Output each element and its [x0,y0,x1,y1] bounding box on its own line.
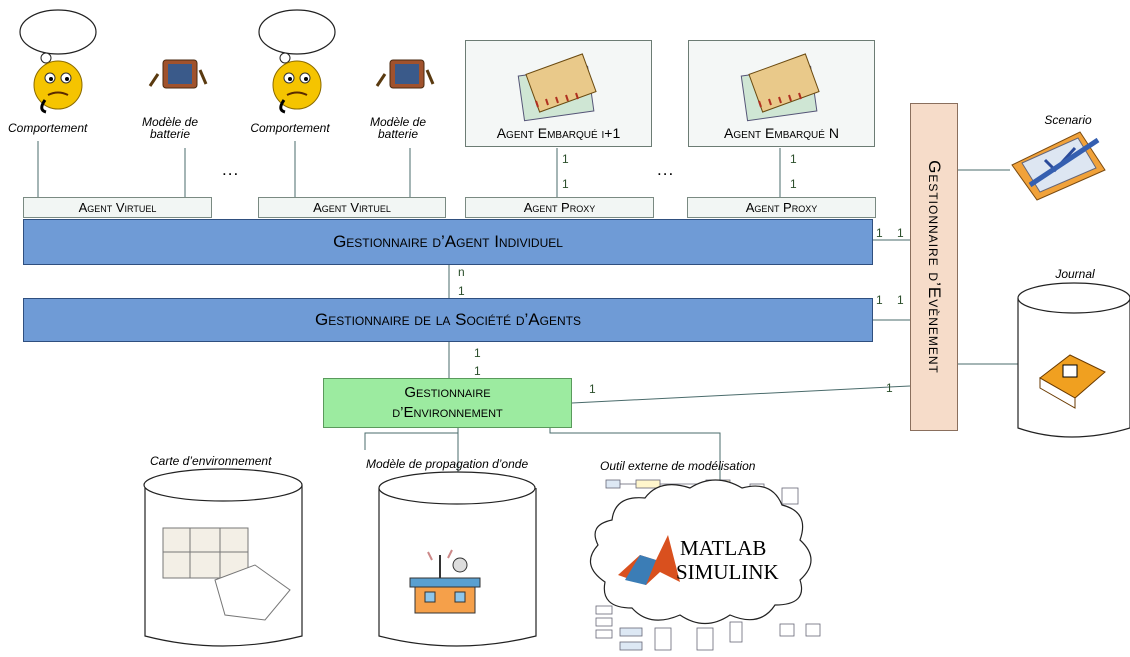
floor-plan-icon [162,527,291,621]
outil-label: Outil externe de modélisation [600,459,756,473]
cloud-shape [589,479,812,625]
agent-embarque-box-1: Agent Embarqué i+1 [465,40,652,147]
comportement-label-2: Comportement [250,121,330,135]
multiplicity: 1 [562,177,569,191]
multiplicity: 1 [897,226,904,240]
env-line-2: d’Environnement [392,404,503,421]
building-antenna-icon [409,549,481,614]
agent-embarque-label-2: Agent Embarqué N [724,125,839,141]
ellipsis-left: ... [222,160,240,179]
simulink-text: SIMULINK [676,560,779,584]
book-icon [1039,354,1106,409]
multiplicity: 1 [876,293,883,307]
journal-label: Journal [1055,267,1095,281]
multiplicity: 1 [790,152,797,166]
agent-proxy-box-2: Agent Proxy [687,197,876,218]
propagation-label: Modèle de propagation d’onde [366,457,529,471]
agent-virtuel-box-2: Agent Virtuel [258,197,446,218]
multiplicity: 1 [897,293,904,307]
multiplicity: n [458,265,465,279]
multiplicity: 1 [876,226,883,240]
multiplicity: 1 [458,284,465,298]
gestionnaire-agent-individuel: Gestionnaire d’Agent Individuel [23,219,873,265]
agent-proxy-box-1: Agent Proxy [465,197,654,218]
chip-icon [740,53,820,122]
multiplicity: 1 [474,364,481,378]
scenario-label: Scenario [1044,113,1092,127]
chip-icon [517,53,597,122]
gestionnaire-societe-agents: Gestionnaire de la Société d’Agents [23,298,873,342]
multiplicity: 1 [886,381,893,395]
matlab-logo-icon [618,535,680,585]
agent-virtuel-box-1: Agent Virtuel [23,197,212,218]
agent-embarque-label-1: Agent Embarqué i+1 [496,125,621,141]
multiplicity: 1 [562,152,569,166]
matlab-text: MATLAB [680,536,767,560]
multiplicity: 1 [589,382,596,396]
batterie-label-2: Modèle de batterie [369,115,427,141]
gestionnaire-environnement: Gestionnaire d’Environnement [323,378,572,428]
batterie-label-1: Modèle de batterie [141,115,199,141]
carte-label: Carte d’environnement [150,454,272,468]
gestionnaire-evenement: Gestionnaire d’Evènement [910,103,958,431]
comportement-label-1: Comportement [8,121,88,135]
multiplicity: 1 [474,346,481,360]
agent-embarque-box-2: Agent Embarqué N [688,40,875,147]
env-line-1: Gestionnaire [404,384,491,401]
multiplicity: 1 [790,177,797,191]
ellipsis-right: ... [657,160,675,179]
